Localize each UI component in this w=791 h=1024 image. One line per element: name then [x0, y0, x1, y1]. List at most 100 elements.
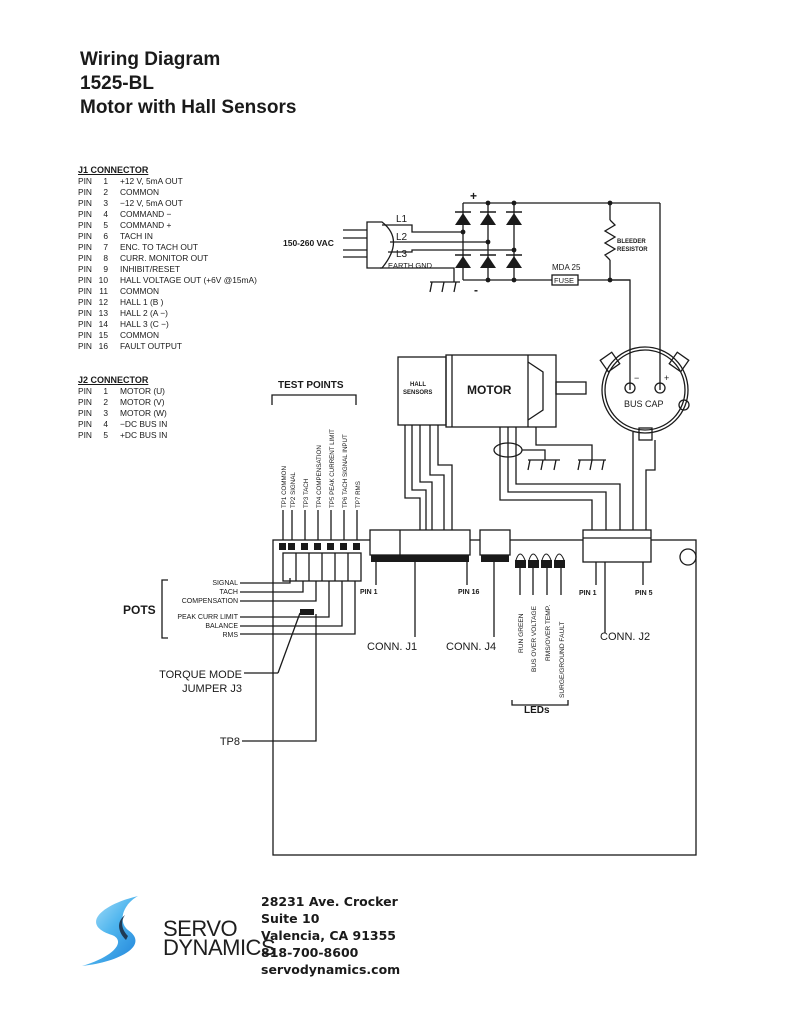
pin-description: HALL 3 (C −) — [120, 319, 169, 329]
pin-description: CURR. MONITOR OUT — [120, 253, 209, 263]
pots-bracket — [161, 579, 168, 639]
j1-pin-row: PIN 7 ENC. TO TACH OUT — [78, 242, 257, 253]
pin-number: 12 — [98, 297, 108, 307]
bus-capacitor — [601, 346, 689, 434]
pin-number: 3 — [103, 408, 108, 418]
j1-pin-row: PIN 14 HALL 3 (C −) — [78, 319, 257, 330]
conn-j1[interactable] — [369, 529, 471, 556]
pin-label: PIN — [78, 198, 92, 208]
bus-cap-minus: − — [634, 373, 639, 383]
pin-description: ENC. TO TACH OUT — [120, 242, 199, 252]
pot-compensation-label: COMPENSATION — [182, 598, 238, 605]
conn-j1-label: CONN. J1 — [367, 641, 417, 653]
bleeder-resistor-symbol — [603, 219, 617, 261]
led-surge-ground-fault-label: SURGE/GROUND FAULT — [559, 622, 566, 698]
pin-number: 5 — [103, 430, 108, 440]
pin-label: PIN — [78, 242, 92, 252]
fuse-symbol — [551, 274, 579, 286]
pot-tach-label: TACH — [219, 589, 238, 596]
motor-label: MOTOR — [467, 383, 512, 397]
l1-label: L1 — [396, 214, 408, 225]
pin-label: PIN — [78, 264, 92, 274]
pin-description: MOTOR (U) — [120, 386, 165, 396]
pin-label: PIN — [78, 397, 92, 407]
pin-number: 7 — [103, 242, 108, 252]
pin-number: 8 — [103, 253, 108, 263]
pin-label: PIN — [78, 330, 92, 340]
pin-description: −DC BUS IN — [120, 419, 168, 429]
dc-minus-label: - — [474, 283, 478, 297]
bleeder-label-2: RESISTOR — [617, 247, 648, 253]
test-point-pads — [279, 543, 565, 615]
j1-connector-heading: J1 CONNECTOR — [78, 165, 149, 175]
pin-number: 5 — [103, 220, 108, 230]
tp2-label: TP2 SIGNAL — [290, 472, 297, 508]
pin-number: 16 — [98, 341, 108, 351]
pin-description: +DC BUS IN — [120, 430, 168, 440]
j2-pin1-label: PIN 1 — [579, 590, 597, 597]
bridge-rectifier — [455, 200, 613, 283]
tp6-label: TP6 TACH SIGNAL INPUT — [342, 434, 349, 508]
pin-number: 1 — [103, 176, 108, 186]
hall-sensors-label-2: SENSORS — [403, 390, 432, 396]
company-website[interactable]: servodynamics.com — [261, 962, 401, 977]
company-address: 28231 Ave. Crocker Suite 10 Valencia, CA… — [261, 893, 400, 978]
j2-connector-heading: J2 CONNECTOR — [78, 375, 149, 385]
pin-description: COMMON — [120, 330, 160, 340]
pin-description: COMMON — [120, 187, 160, 197]
motor-shaft — [555, 381, 587, 395]
pin-label: PIN — [78, 286, 92, 296]
pin-description: TACH IN — [120, 231, 153, 241]
dc-plus-label: + — [470, 189, 477, 203]
pin-number: 11 — [99, 286, 108, 296]
pin-description: COMMAND − — [120, 209, 172, 219]
pin-description: HALL VOLTAGE OUT (+6V @15mA) — [120, 275, 257, 285]
diagram-title: Wiring Diagram — [80, 49, 221, 70]
pin-number: 14 — [98, 319, 108, 329]
pots-heading: POTS — [123, 603, 156, 617]
jumper-j3-label: JUMPER J3 — [182, 683, 242, 695]
j1-pin-row: PIN 12 HALL 1 (B ) — [78, 297, 257, 308]
pin-label: PIN — [78, 419, 92, 429]
bus-cap-label: BUS CAP — [624, 399, 664, 409]
pin-label: PIN — [78, 319, 92, 329]
j2-pin-row: PIN 4 −DC BUS IN — [78, 419, 167, 430]
leds-bracket — [511, 700, 569, 706]
pin-label: PIN — [78, 275, 92, 285]
tp7-label: TP7 RMS — [355, 481, 362, 508]
conn-j4-label: CONN. J4 — [446, 641, 496, 653]
model-number: 1525-BL — [80, 73, 154, 94]
pin-label: PIN — [78, 308, 92, 318]
pin-label: PIN — [78, 297, 92, 307]
conn-j4[interactable] — [479, 529, 511, 556]
pin-number: 1 — [103, 386, 108, 396]
pot-balance-label: BALANCE — [205, 623, 238, 630]
pin-label: PIN — [78, 176, 92, 186]
pot-peak-curr-limit-label: PEAK CURR LIMIT — [177, 614, 238, 621]
address-street: 28231 Ave. Crocker — [261, 894, 398, 909]
leds-heading: LEDs — [524, 705, 550, 716]
pot-labels: SIGNAL TACH COMPENSATION PEAK CURR LIMIT… — [177, 580, 238, 639]
pin-description: FAULT OUTPUT — [120, 341, 183, 351]
pin-label: PIN — [78, 408, 92, 418]
j2-pin5-label: PIN 5 — [635, 590, 653, 597]
pin-number: 4 — [103, 419, 108, 429]
pin-description: HALL 1 (B ) — [120, 297, 164, 307]
conn-j2[interactable] — [582, 529, 652, 563]
pin-label: PIN — [78, 187, 92, 197]
earth-wire — [380, 267, 455, 282]
mounting-hole — [679, 548, 697, 566]
address-city: Valencia, CA 91355 — [261, 928, 397, 943]
earth-ground-label: EARTH GND — [388, 261, 433, 270]
